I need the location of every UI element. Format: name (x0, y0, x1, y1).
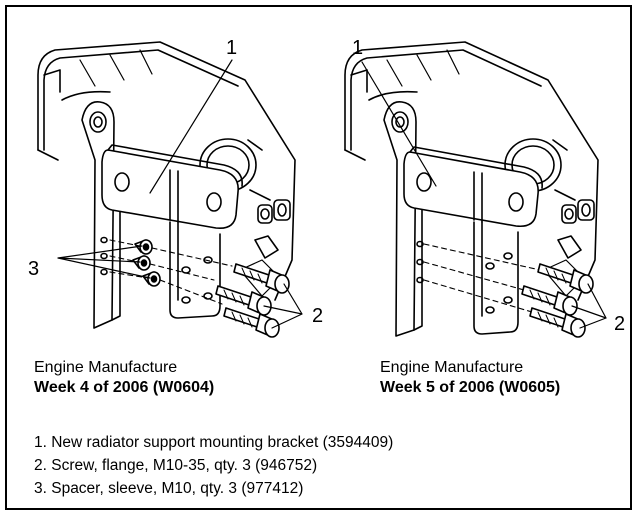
left-callout-1: 1 (226, 37, 238, 59)
right-caption: Engine Manufacture Week 5 of 2006 (W0605… (380, 358, 560, 398)
legend-item: 3. Spacer, sleeve, M10, qty. 3 (977412) (34, 480, 304, 497)
left-caption: Engine Manufacture Week 4 of 2006 (W0604… (34, 358, 214, 398)
right-callout-2: 2 (614, 313, 626, 335)
left-caption-title: Engine Manufacture (34, 359, 178, 376)
right-engine-view (344, 41, 607, 338)
left-callout-2: 2 (312, 305, 324, 327)
right-caption-week: Week 5 of 2006 (W0605) (380, 379, 561, 396)
legend-item: 1. New radiator support mounting bracket… (34, 434, 394, 451)
parts-legend: 1. New radiator support mounting bracket… (34, 431, 393, 500)
left-callout-3: 3 (28, 258, 40, 280)
right-caption-title: Engine Manufacture (380, 359, 524, 376)
left-caption-week: Week 4 of 2006 (W0604) (34, 379, 215, 396)
left-engine-view (37, 41, 303, 338)
right-callout-1: 1 (352, 37, 364, 59)
figure-frame (5, 5, 632, 510)
legend-item: 2. Screw, flange, M10-35, qty. 3 (946752… (34, 457, 318, 474)
